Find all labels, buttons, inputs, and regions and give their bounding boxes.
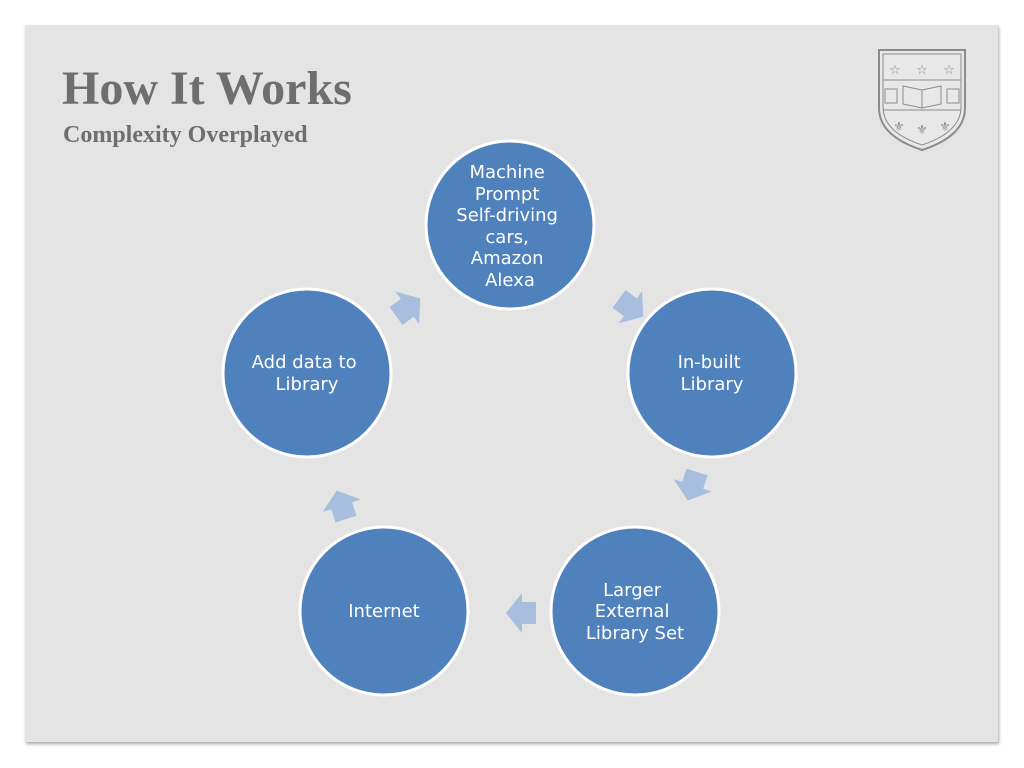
node-label-add-data-to-library: Add data to Library bbox=[252, 352, 363, 395]
svg-text:☆: ☆ bbox=[943, 63, 955, 78]
cycle-node-machine-prompt: Machine Prompt Self-driving cars, Amazon… bbox=[424, 139, 596, 311]
arrow-adddata-to-machine bbox=[389, 291, 421, 325]
node-label-in-built-library: In-built Library bbox=[678, 352, 747, 395]
slide-title: How It Works bbox=[62, 62, 352, 115]
svg-text:☆: ☆ bbox=[889, 63, 901, 78]
node-label-larger-external-library-set: Larger External Library Set bbox=[586, 580, 684, 644]
cycle-node-internet: Internet bbox=[298, 525, 470, 697]
university-crest-icon: ☆ ☆ ☆ ⚜ ⚜ ⚜ bbox=[878, 49, 966, 152]
svg-text:⚜: ⚜ bbox=[916, 123, 928, 138]
cycle-node-in-built-library: In-built Library bbox=[626, 287, 798, 459]
svg-text:☆: ☆ bbox=[916, 63, 928, 78]
node-label-machine-prompt: Machine Prompt Self-driving cars, Amazon… bbox=[456, 162, 563, 291]
arrow-machine-to-inbuilt bbox=[612, 290, 644, 324]
cycle-diagram: Machine Prompt Self-driving cars, Amazon… bbox=[221, 139, 798, 697]
arrow-internet-to-adddata bbox=[322, 490, 361, 523]
arrow-inbuilt-to-larger bbox=[673, 468, 712, 501]
node-label-internet: Internet bbox=[348, 601, 419, 622]
svg-text:⚜: ⚜ bbox=[893, 120, 905, 135]
slide: How It Works Complexity Overplayed ☆ ☆ ☆… bbox=[25, 25, 998, 742]
cycle-node-add-data-to-library: Add data to Library bbox=[221, 287, 393, 459]
svg-text:⚜: ⚜ bbox=[939, 120, 951, 135]
cycle-node-larger-external-library-set: Larger External Library Set bbox=[549, 525, 721, 697]
slide-subtitle: Complexity Overplayed bbox=[63, 122, 308, 148]
arrow-larger-to-internet bbox=[506, 593, 536, 633]
